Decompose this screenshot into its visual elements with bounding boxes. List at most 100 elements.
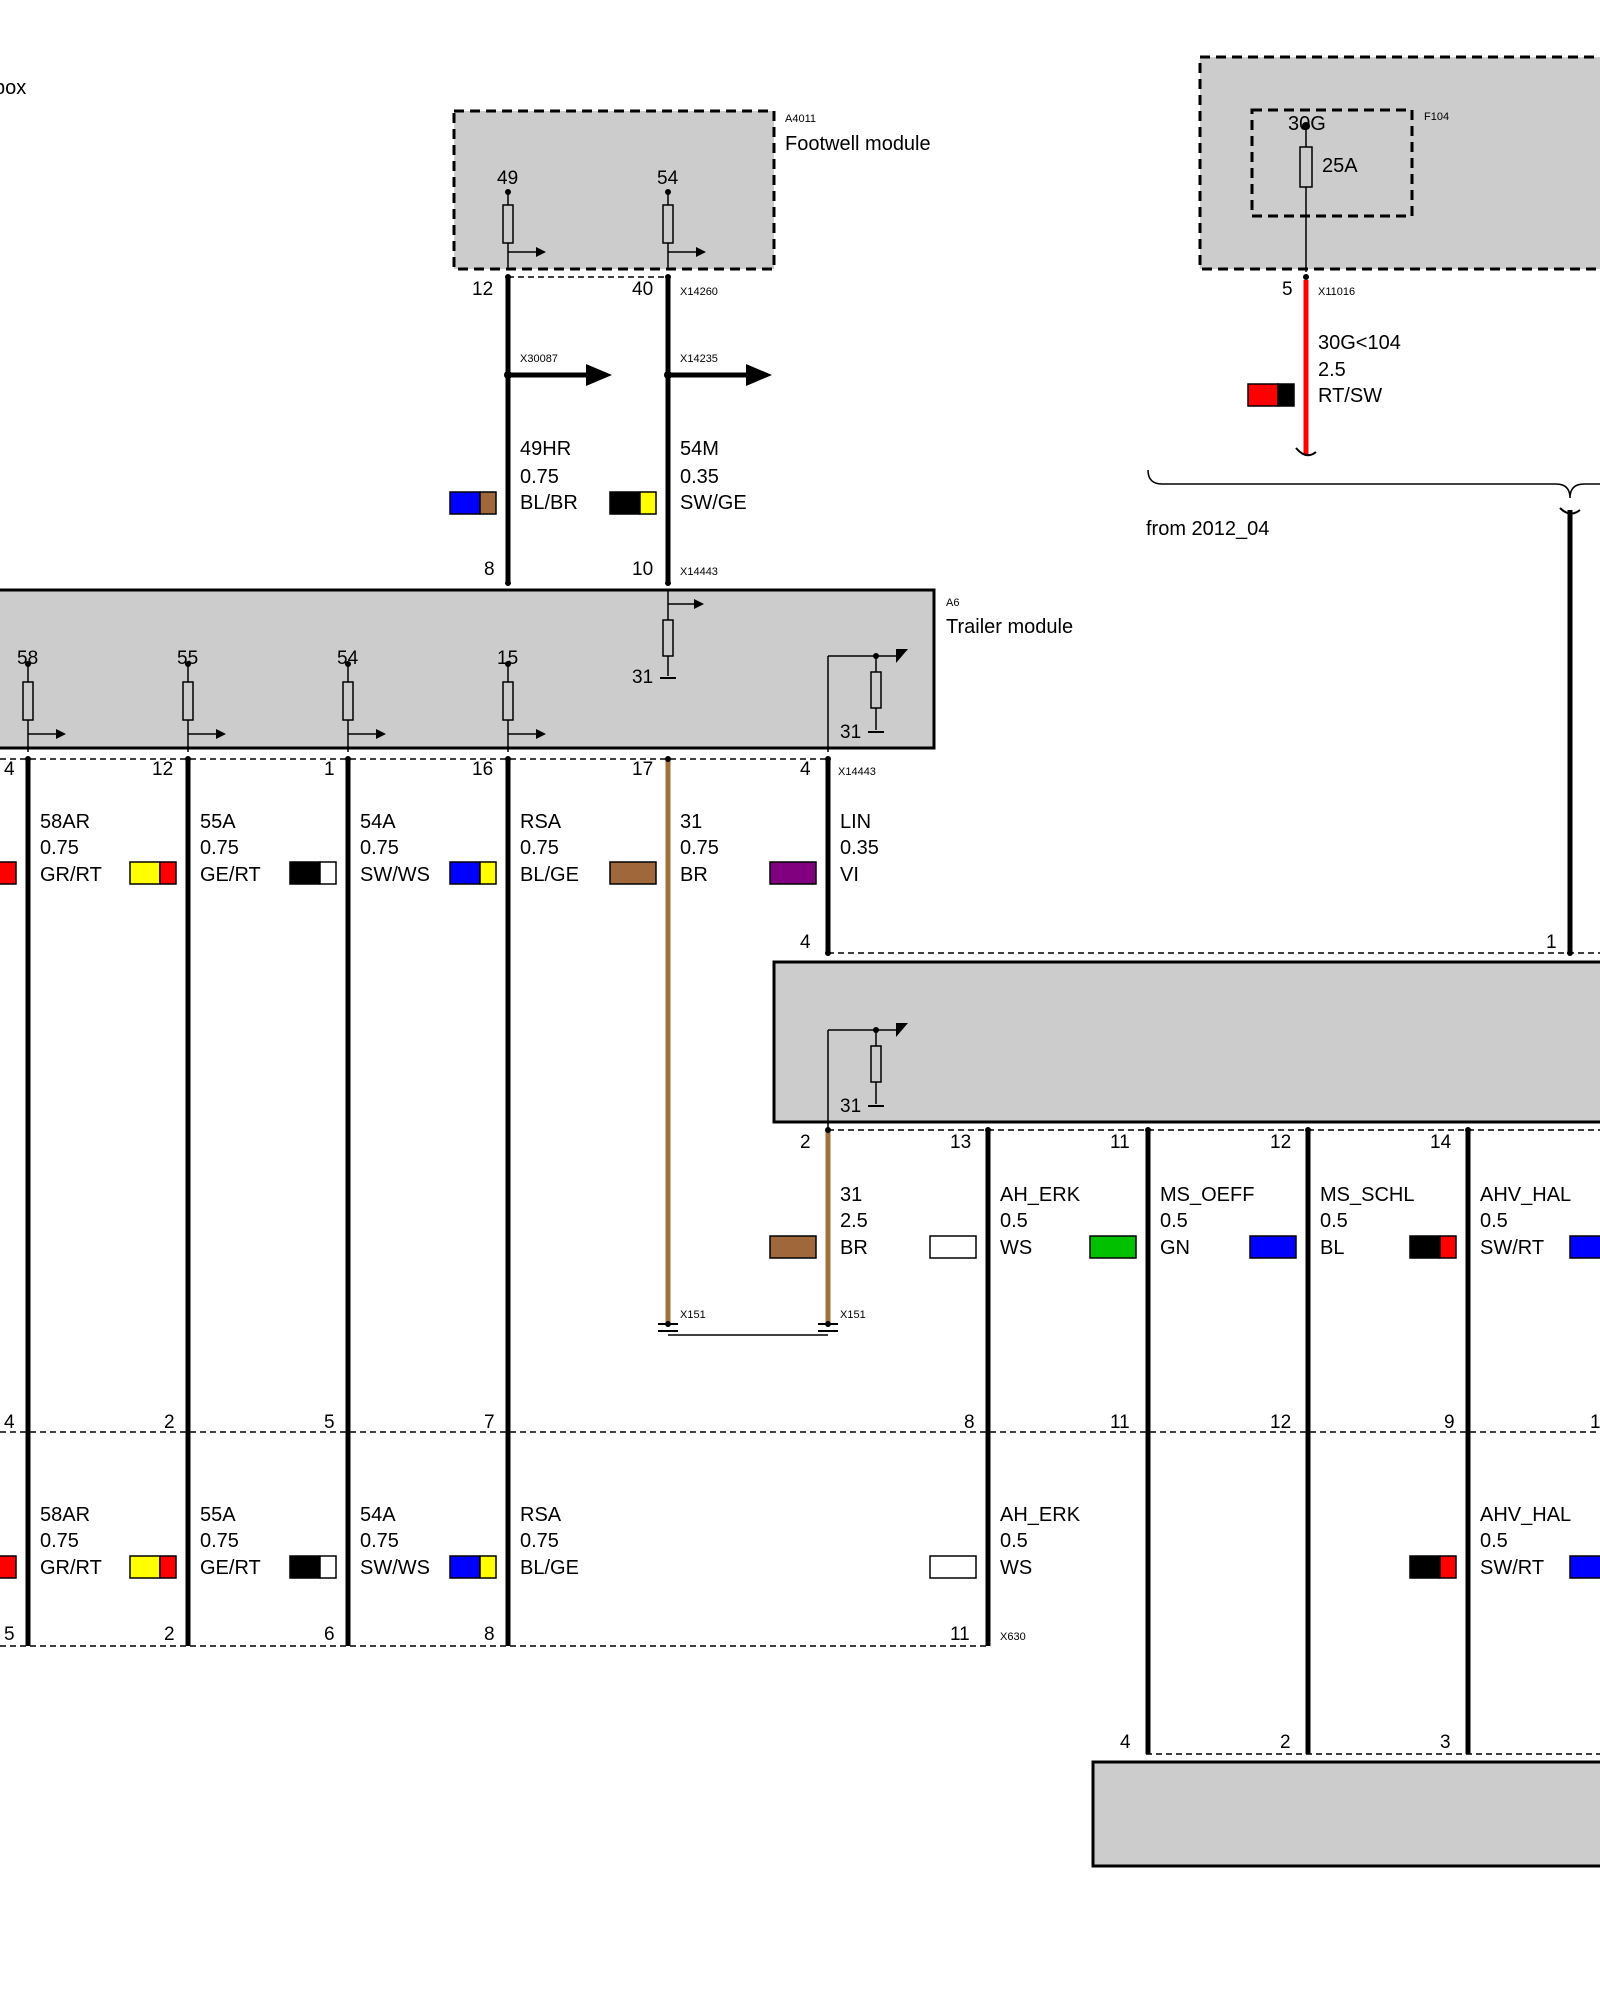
low-wire-3-size: 0.5: [1160, 1210, 1188, 1232]
wire-54m-size: 0.35: [680, 466, 719, 488]
bottom-module-pin-2: 2: [1280, 1732, 1291, 1753]
row2-pin-8: 8: [484, 1624, 495, 1645]
fuse-ref: F104: [1424, 111, 1449, 123]
connector-lines: [0, 276, 1600, 1755]
bottom-wire-4-color: BL/GE: [520, 1557, 579, 1579]
trailer-top-connector: X14443: [680, 566, 718, 578]
footwell-module-box: [452, 109, 776, 271]
mid-wire-2-signal: 55A: [200, 811, 236, 833]
mid-wire-5-size: 0.75: [680, 837, 719, 859]
lower-bottom-pin-12: 12: [1270, 1132, 1291, 1153]
splice-b: X14235: [680, 353, 718, 365]
trailer-bottom-connector: X14443: [838, 766, 876, 778]
wire-54m-color: SW/GE: [680, 492, 747, 514]
row1-pin-9: 9: [1444, 1412, 1455, 1433]
low-wire-4-signal: MS_SCHL: [1320, 1184, 1414, 1206]
row1-pins: 4 2 5 7 8 11 12 9 1: [4, 1412, 1600, 1433]
fuse-conn-pin: 5: [1282, 279, 1293, 300]
mid-wire-3-signal: 54A: [360, 811, 396, 833]
mid-wire-2-size: 0.75: [200, 837, 239, 859]
bottom-wire-2-signal: 55A: [200, 1504, 236, 1526]
color-swatches: [0, 383, 1600, 1579]
trailer-top-pin-8: 8: [484, 559, 495, 580]
mid-wire-3-color: SW/WS: [360, 864, 430, 886]
low-wire-4-size: 0.5: [1320, 1210, 1348, 1232]
trailer-bottom-pin-12: 12: [152, 759, 173, 780]
mid-wire-4-color: BL/GE: [520, 864, 579, 886]
bottom-module-box: [1091, 1760, 1600, 1868]
lower-module-box: [772, 960, 1600, 1124]
internal-resistors: [22, 126, 1313, 1128]
row1-pin-7: 7: [484, 1412, 495, 1433]
bottom-wire-6-signal: AHV_HAL: [1480, 1504, 1571, 1526]
mid-wire-1-signal: 58AR: [40, 811, 90, 833]
footwell-ref: A4011: [785, 113, 816, 125]
low-wire-2-color: WS: [1000, 1237, 1032, 1259]
bottom-wire-3-size: 0.75: [360, 1530, 399, 1552]
trailer-module-box: [0, 588, 936, 750]
trailer-label-55: 55: [177, 648, 198, 669]
bottom-wire-labels: 58AR 0.75 GR/RT 55A 0.75 GE/RT 54A 0.75 …: [40, 1504, 1571, 1579]
ground-symbols: [660, 677, 884, 1107]
footwell-conn-pin-12: 12: [472, 279, 493, 300]
bottom-wire-1-color: GR/RT: [40, 1557, 102, 1579]
bottom-wire-1-size: 0.75: [40, 1530, 79, 1552]
low-wire-5-signal: AHV_HAL: [1480, 1184, 1571, 1206]
wire-30g-signal: 30G<104: [1318, 332, 1401, 354]
low-wire-5-color: SW/RT: [1480, 1237, 1544, 1259]
trailer-label-15: 15: [497, 648, 518, 669]
row1-pin-12: 12: [1270, 1412, 1291, 1433]
footwell-name: Footwell module: [785, 133, 931, 155]
bottom-wire-6-color: SW/RT: [1480, 1557, 1544, 1579]
trailer-label-58: 58: [17, 648, 38, 669]
resistor-arrowheads: [56, 247, 908, 1037]
lower-bottom-pin-11: 11: [1110, 1132, 1130, 1153]
row2-pin-6: 6: [324, 1624, 335, 1645]
bottom-module-pin-4: 4: [1120, 1732, 1131, 1753]
wires: [25, 277, 1573, 1754]
lower-ground-label: 31: [840, 1096, 861, 1117]
mid-wire-4-signal: RSA: [520, 811, 562, 833]
row2-pin-5: 5: [4, 1624, 15, 1645]
footwell-connector: X14260: [680, 286, 718, 298]
ground-connector-b: X151: [840, 1309, 866, 1321]
mid-wire-6-size: 0.35: [840, 837, 879, 859]
bottom-wire-2-size: 0.75: [200, 1530, 239, 1552]
wire-49hr-size: 0.75: [520, 466, 559, 488]
bottom-module-pin-3: 3: [1440, 1732, 1451, 1753]
fuse-rating: 25A: [1322, 155, 1358, 177]
row2-pin-2: 2: [164, 1624, 175, 1645]
trailer-ground-label: 31: [632, 667, 653, 688]
fuse-terminal: 30G: [1288, 113, 1326, 135]
low-wire-1-signal: 31: [840, 1184, 862, 1206]
row2-connector: X630: [1000, 1631, 1026, 1643]
bottom-wire-5-signal: AH_ERK: [1000, 1504, 1081, 1526]
trailer-bottom-pin-4b: 4: [800, 759, 811, 780]
bottom-wire-4-signal: RSA: [520, 1504, 562, 1526]
wire-49hr-color: BL/BR: [520, 492, 578, 514]
bottom-wire-1-signal: 58AR: [40, 1504, 90, 1526]
bottom-wire-4-size: 0.75: [520, 1530, 559, 1552]
trailer-bottom-pin-4a: 4: [4, 759, 15, 780]
bottom-wire-2-color: GE/RT: [200, 1557, 261, 1579]
low-wire-2-size: 0.5: [1000, 1210, 1028, 1232]
mid-wire-labels: 58AR 0.75 GR/RT 55A 0.75 GE/RT 54A 0.75 …: [40, 811, 879, 886]
mid-wire-4-size: 0.75: [520, 837, 559, 859]
trailer-ref: A6: [946, 597, 959, 609]
row1-pin-1: 1: [1590, 1412, 1600, 1433]
row1-pin-8: 8: [964, 1412, 975, 1433]
version-brace: [1147, 469, 1600, 499]
mid-wire-1-size: 0.75: [40, 837, 79, 859]
wire-30g-color: RT/SW: [1318, 385, 1382, 407]
fuse-box: [1198, 55, 1600, 271]
fuse-subbox: [1250, 108, 1414, 218]
low-wire-3-signal: MS_OEFF: [1160, 1184, 1254, 1206]
footwell-conn-pin-40: 40: [632, 279, 653, 300]
row1-pin-11: 11: [1110, 1412, 1130, 1433]
from-note: from 2012_04: [1146, 518, 1269, 540]
low-wire-2-signal: AH_ERK: [1000, 1184, 1081, 1206]
low-wire-3-color: GN: [1160, 1237, 1190, 1259]
lower-bottom-pin-14: 14: [1430, 1132, 1452, 1153]
bottom-wire-3-color: SW/WS: [360, 1557, 430, 1579]
